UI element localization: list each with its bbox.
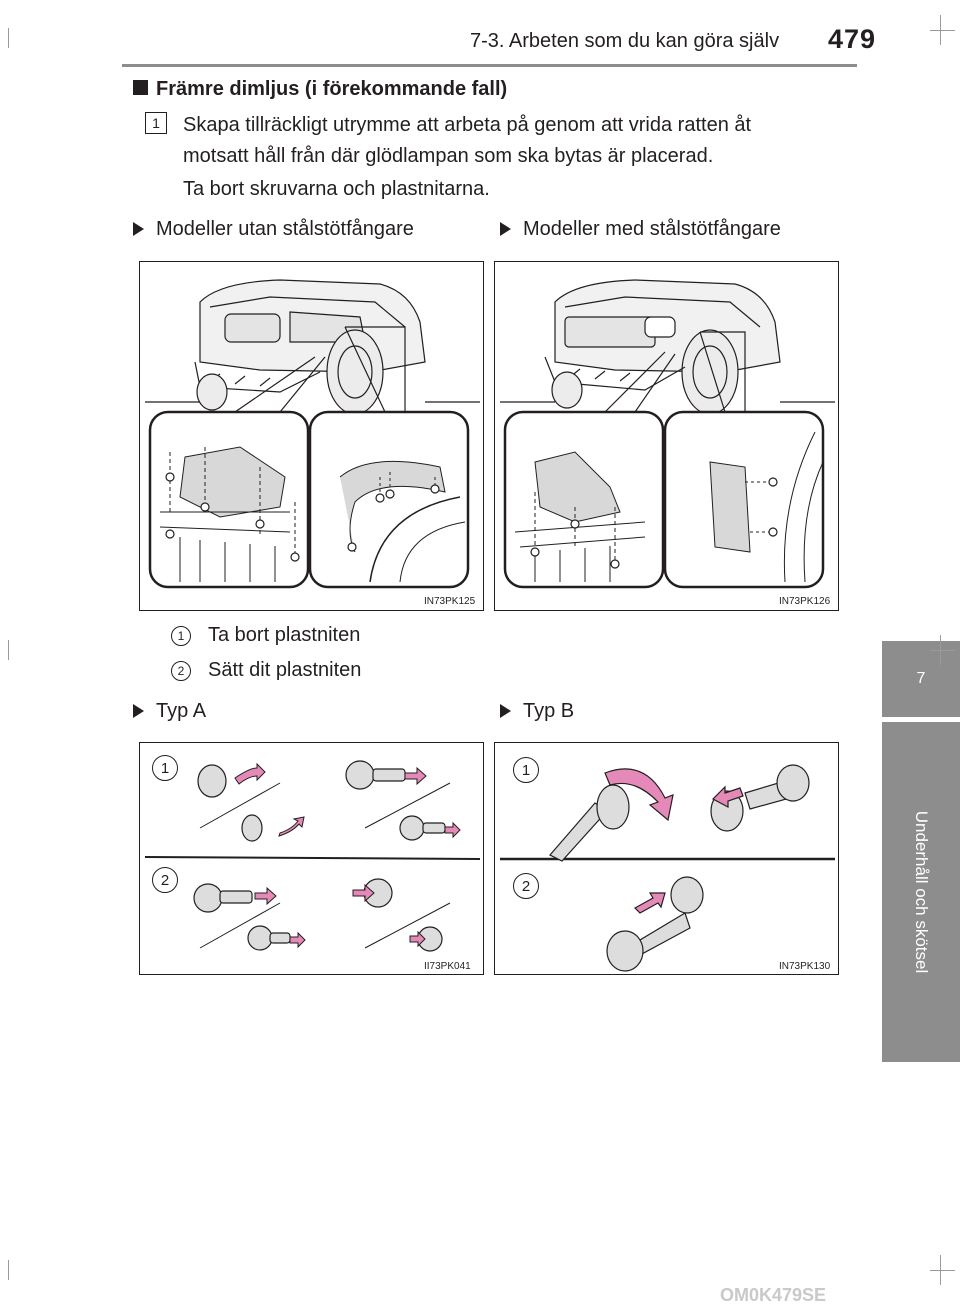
model-label-text: Modeller med stålstötfångare (523, 218, 781, 240)
legend-number-1: 1 (171, 626, 191, 646)
triangle-bullet-icon (500, 704, 511, 718)
figure-with-steel-bumper: IN73PK126 (494, 261, 839, 611)
model-label-without-steel-bumper: Modeller utan stålstötfångare (133, 218, 414, 241)
type-b-marker-2: 2 (513, 873, 539, 899)
model-label-text: Modeller utan stålstötfångare (156, 218, 414, 240)
model-label-with-steel-bumper: Modeller med stålstötfångare (500, 218, 781, 241)
crop-mark (930, 1270, 955, 1271)
type-label-text: Typ A (156, 700, 207, 722)
triangle-bullet-icon (500, 222, 511, 236)
type-b-marker-1: 1 (513, 757, 539, 783)
vehicle-illustration (145, 279, 480, 589)
figure-code: II73PK041 (424, 961, 471, 972)
crop-mark (8, 640, 9, 660)
clip-type-a-illustration (144, 760, 481, 952)
side-tab-label: Underhåll och skötsel (912, 810, 931, 974)
side-label-wrap: Underhåll och skötsel (882, 722, 960, 1062)
side-tab (882, 722, 960, 1062)
figure-code: IN73PK126 (779, 596, 831, 607)
legend-number-2: 2 (171, 661, 191, 681)
figure-without-steel-bumper: IN73PK125 (139, 261, 484, 611)
square-bullet-icon (133, 80, 148, 95)
step-number-box: 1 (145, 112, 167, 134)
step-text-line-1: Skapa tillräckligt utrymme att arbeta på… (183, 114, 752, 136)
figure-type-a: 1 2 II73PK041 (139, 742, 484, 975)
type-a-marker-2: 2 (152, 867, 178, 893)
step-text-line-2: motsatt håll från där glödlampan som ska… (183, 145, 714, 167)
step-text-line-3: Ta bort skruvarna och plastnitarna. (183, 178, 490, 200)
crop-mark (930, 30, 955, 31)
chapter-number: 7 (916, 670, 926, 687)
type-a-marker-1: 1 (152, 755, 178, 781)
section-heading-text: Främre dimljus (i förekommande fall) (156, 78, 508, 100)
triangle-bullet-icon (133, 704, 144, 718)
chapter-number-tab: 7 (882, 641, 960, 717)
header-rule (122, 64, 857, 67)
legend-text-2: Sätt dit plastniten (208, 659, 362, 681)
crop-mark (8, 28, 9, 48)
section-heading: Främre dimljus (i förekommande fall) (133, 78, 507, 101)
crop-mark (930, 650, 955, 651)
triangle-bullet-icon (133, 222, 144, 236)
figure-code: IN73PK130 (779, 961, 831, 972)
page-number: 479 (828, 24, 877, 54)
type-label-text: Typ B (523, 700, 575, 722)
clip-type-b-illustration (500, 764, 835, 972)
vehicle-illustration (500, 279, 835, 589)
type-a-label: Typ A (133, 700, 206, 723)
footer-brand: OM0K479SE (720, 1285, 827, 1305)
crop-mark (8, 1260, 9, 1280)
header-title: 7-3. Arbeten som du kan göra själv (470, 30, 780, 52)
legend-text-1: Ta bort plastniten (208, 624, 361, 646)
type-b-label: Typ B (500, 700, 574, 723)
figure-type-b: 1 2 IN73PK130 (494, 742, 839, 975)
figure-code: IN73PK125 (424, 596, 476, 607)
